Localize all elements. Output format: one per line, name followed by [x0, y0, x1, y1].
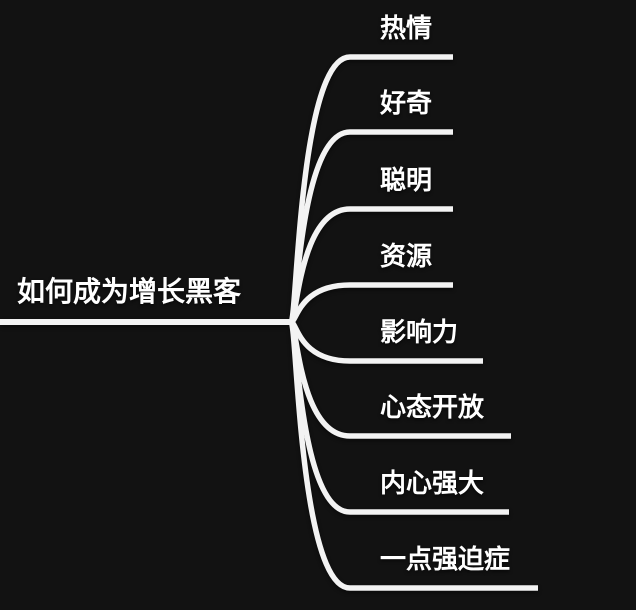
branch-connector: [288, 319, 538, 591]
central-topic[interactable]: 如何成为增长黑客: [17, 276, 242, 307]
branch-topic-5[interactable]: 影响力: [380, 317, 459, 347]
branch-topic-1[interactable]: 热情: [380, 13, 433, 43]
branch-topic-2[interactable]: 好奇: [380, 88, 433, 118]
branch-topic-3[interactable]: 聪明: [380, 165, 433, 195]
branch-topic-8[interactable]: 一点强迫症: [380, 544, 511, 574]
branch-topic-7[interactable]: 内心强大: [380, 468, 485, 498]
branch-topic-4[interactable]: 资源: [380, 241, 433, 271]
branch-topic-6[interactable]: 心态开放: [380, 392, 485, 422]
